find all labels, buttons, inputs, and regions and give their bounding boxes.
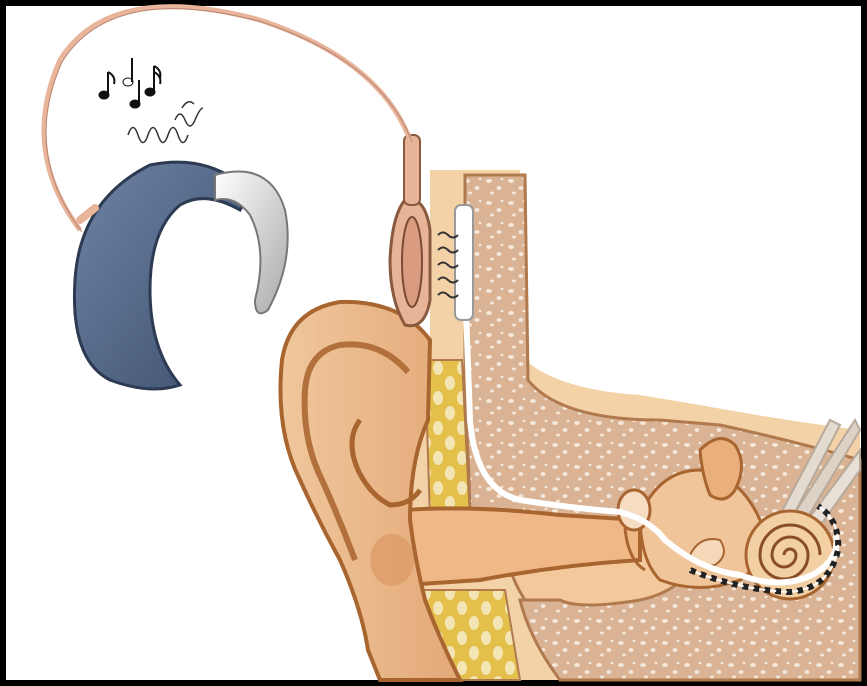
receiver-stimulator-icon [455,205,473,320]
cochlea-icon [746,511,834,599]
